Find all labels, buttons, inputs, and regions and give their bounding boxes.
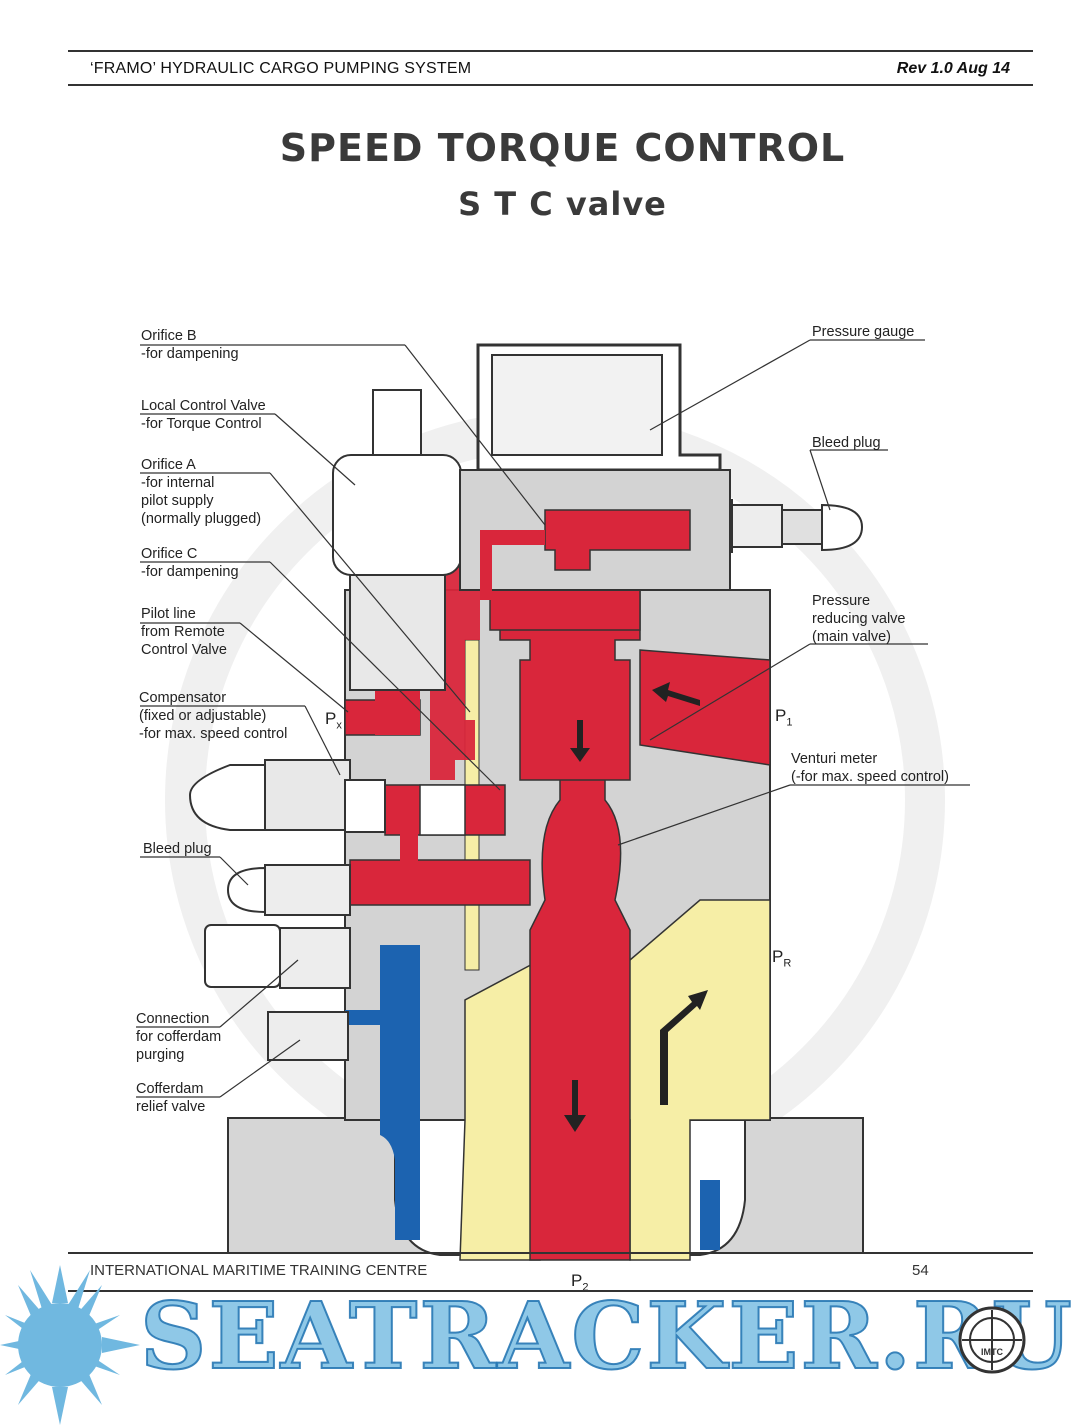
local-control-knob xyxy=(332,454,462,576)
label-orifice-a: Orifice A -for internal pilot supply (no… xyxy=(141,457,262,527)
label-cofferdam-relief: Cofferdam relief valve xyxy=(136,1081,206,1115)
header-revision: Rev 1.0 Aug 14 xyxy=(896,60,1010,77)
pressure-gauge-face xyxy=(491,354,663,456)
gauge-line-red-overlay xyxy=(544,509,691,571)
label-orifice-c: Orifice C -for dampening xyxy=(141,546,239,580)
page-subtitle: S T C valve xyxy=(458,185,667,223)
port-label-pr: PR xyxy=(772,947,792,970)
port-label-px: Px xyxy=(325,709,342,732)
main-spool-red xyxy=(499,559,641,1261)
local-valve-chamber-red xyxy=(375,685,420,735)
footer-organization: INTERNATIONAL MARITIME TRAINING CENTRE xyxy=(90,1262,428,1279)
pilot-line-red-overlay xyxy=(480,530,545,600)
leader-lines xyxy=(136,339,970,1098)
footer-page-number: 54 xyxy=(912,1262,929,1279)
label-connection-cofferdam: Connection for cofferdam purging xyxy=(136,1011,222,1063)
cofferdam-passage-blue xyxy=(345,945,420,1240)
header-rule-bottom xyxy=(68,84,1033,86)
label-pilot-line: Pilot line from Remote Control Valve xyxy=(141,606,227,658)
page-title: SPEED TORQUE CONTROL xyxy=(279,126,846,170)
label-pressure-gauge: Pressure gauge xyxy=(812,324,915,340)
port-label-p1: P1 xyxy=(775,706,793,729)
flow-arrow-return xyxy=(660,990,708,1105)
watermark-logo-text: IMTC xyxy=(981,1347,1003,1357)
compensator-thread xyxy=(344,779,386,833)
label-compensator: Compensator (fixed or adjustable) -for m… xyxy=(139,690,288,742)
bleed-plug-right xyxy=(821,503,864,552)
label-bleed-plug-left: Bleed plug xyxy=(143,841,212,857)
cofferdam-relief-fitting xyxy=(267,1011,349,1061)
header-rule-top xyxy=(68,50,1033,52)
bleed-line-vertical-red xyxy=(400,830,418,865)
footer-rule-top xyxy=(68,1252,1033,1254)
label-venturi-meter: Venturi meter (-for max. speed control) xyxy=(791,751,949,785)
cofferdam-connection-fitting xyxy=(279,927,351,989)
flow-arrow-down-1 xyxy=(570,720,590,762)
label-pressure-reducing-valve: Pressure reducing valve (main valve) xyxy=(812,593,906,645)
bleed-plug-left xyxy=(226,866,266,914)
flow-arrow-p1-in xyxy=(652,682,700,706)
label-orifice-b: Orifice B -for dampening xyxy=(141,328,239,362)
cofferdam-connection-cap xyxy=(204,924,281,988)
cofferdam-ring-blue xyxy=(700,1180,720,1250)
bleed-nut-right xyxy=(781,509,823,545)
label-local-control-valve: Local Control Valve -for Torque Control xyxy=(141,398,266,432)
port-label-p2: P2 xyxy=(571,1271,589,1294)
watermark-text: SEATRACKER.RU xyxy=(139,1281,1074,1391)
header-document-title: ‘FRAMO’ HYDRAULIC CARGO PUMPING SYSTEM xyxy=(90,60,472,77)
bleed-fitting-left xyxy=(264,864,351,916)
bleed-fitting-right xyxy=(731,504,783,548)
footer-rule-bottom xyxy=(68,1290,1033,1292)
flow-arrow-down-2 xyxy=(564,1080,586,1132)
bleed-line-red xyxy=(349,859,531,906)
compensator-spool xyxy=(419,784,466,836)
local-control-stem xyxy=(372,389,422,456)
label-bleed-plug-right: Bleed plug xyxy=(812,435,881,451)
pilot-line-red xyxy=(430,540,500,780)
compensator-cap xyxy=(188,764,266,831)
local-control-housing xyxy=(349,574,446,691)
watermark-sun-icon xyxy=(0,1265,140,1425)
watermark-compass-icon: IMTC xyxy=(958,1306,1026,1374)
